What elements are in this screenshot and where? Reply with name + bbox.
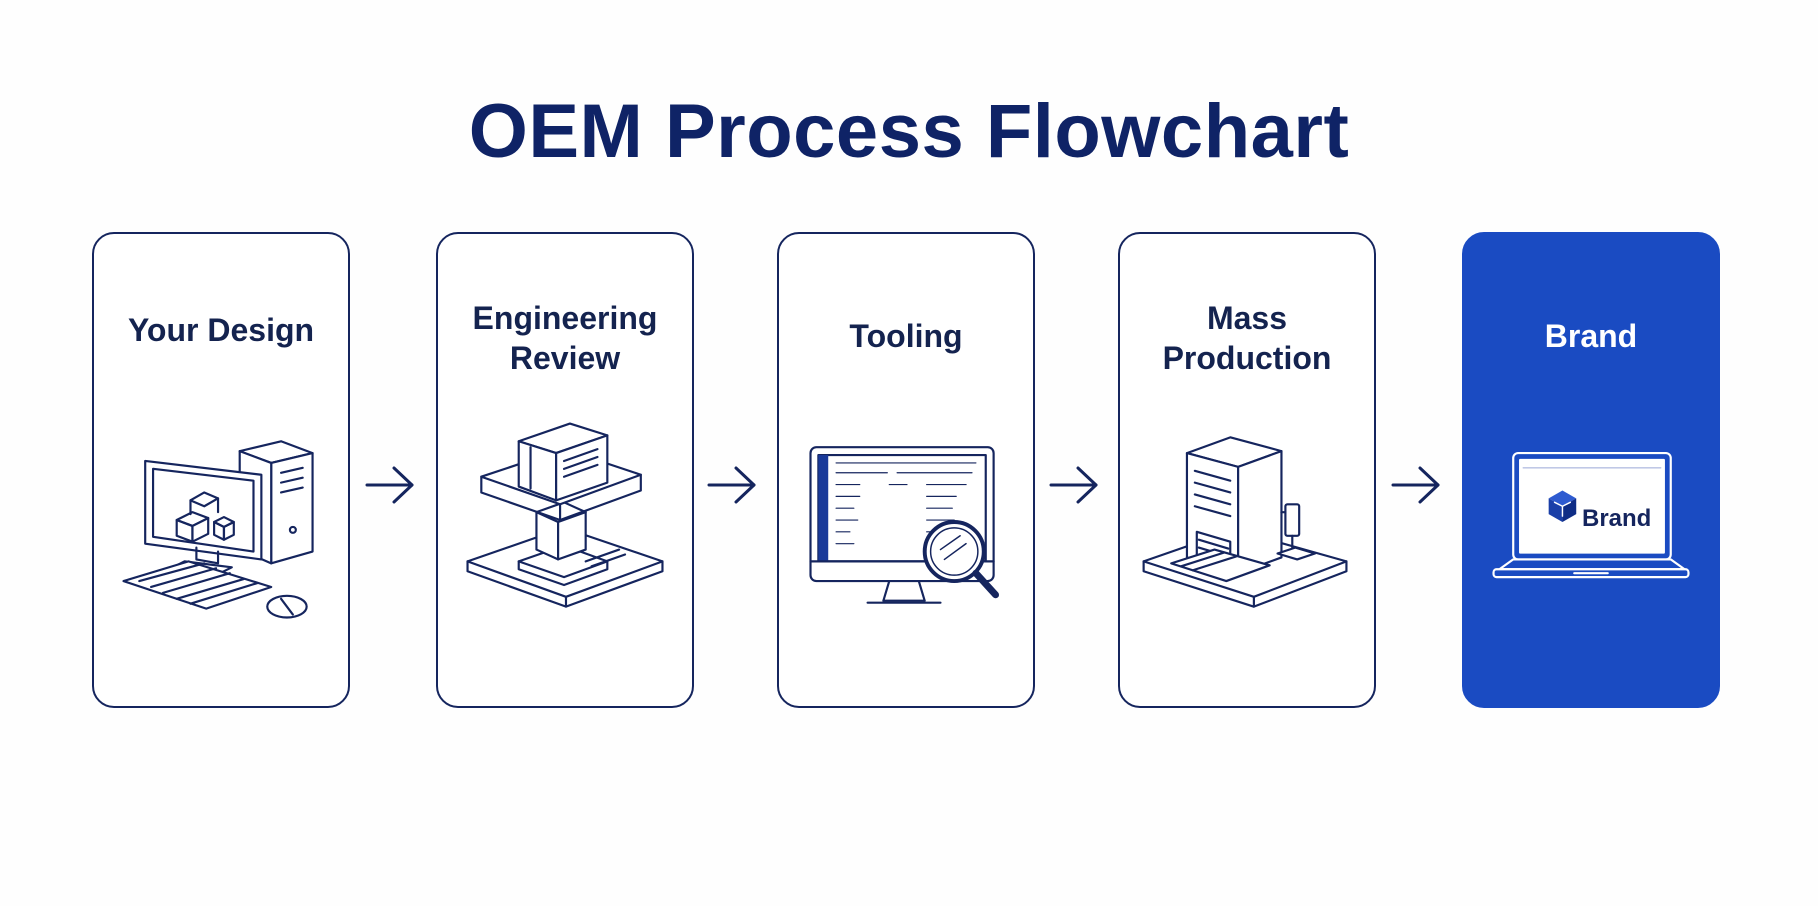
page-title: OEM Process Flowchart	[468, 89, 1350, 174]
step-label: Brand	[1544, 318, 1638, 354]
cnc-inspection-machine-icon	[466, 422, 664, 608]
laptop-brand-icon	[1492, 452, 1690, 579]
arrow-right-icon	[1049, 466, 1098, 504]
step-label: Your Design	[127, 312, 315, 348]
monitor-magnifier-icon	[809, 446, 1000, 604]
step-label: Engineering Review	[472, 300, 658, 376]
arrow-right-icon	[707, 466, 756, 504]
step-label: Tooling	[849, 318, 963, 354]
factory-machine-icon	[1142, 436, 1348, 608]
laptop-screen-brand-text: Brand	[1582, 505, 1652, 532]
step-card-mass-production: Mass Production	[1118, 232, 1376, 708]
desktop-computer-cad-icon	[122, 440, 314, 619]
step-label: Mass Production	[1162, 300, 1332, 376]
step-card-engineering-review: Engineering Review	[436, 232, 694, 708]
arrow-right-icon	[365, 466, 414, 504]
step-card-brand: Brand Brand	[1462, 232, 1720, 708]
step-card-tooling: Tooling	[777, 232, 1035, 708]
arrow-right-icon	[1391, 466, 1440, 504]
step-card-your-design: Your Design	[92, 232, 350, 708]
